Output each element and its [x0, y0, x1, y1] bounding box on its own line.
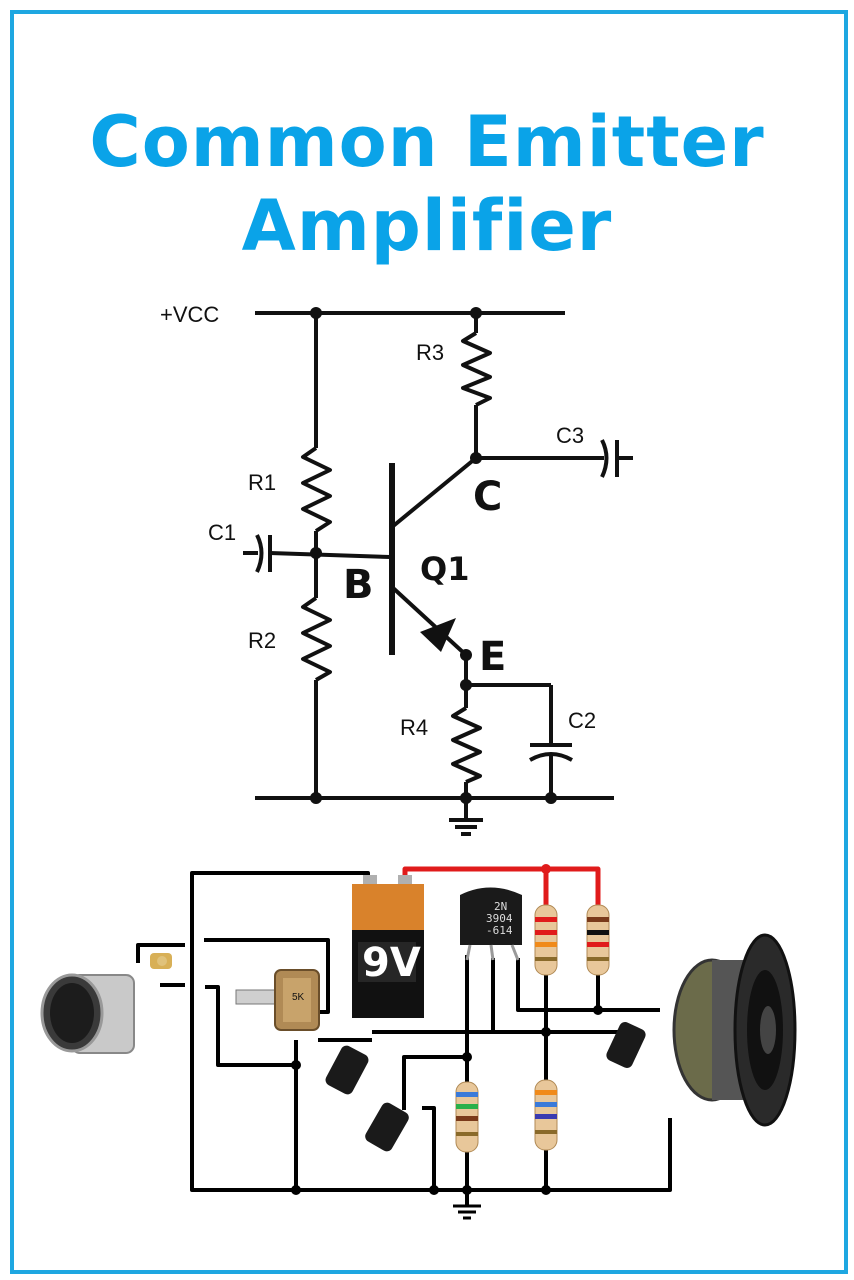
page-frame — [10, 10, 848, 1274]
base-label: B — [343, 562, 374, 608]
transistor-marking-2: 3904 — [486, 912, 513, 925]
potentiometer-component: 5K — [235, 969, 320, 1031]
r3-label: R3 — [416, 340, 444, 365]
transistor-marking-3: -614 — [486, 924, 513, 937]
r2-resistor — [301, 596, 332, 682]
microphone-component — [40, 953, 172, 1054]
r4-label: R4 — [400, 715, 428, 740]
r1-resistor — [301, 446, 332, 533]
junction-dots — [310, 307, 557, 804]
emitter-arrow — [420, 618, 456, 652]
r3-resistor — [461, 331, 492, 407]
breadboard-wiring — [136, 866, 672, 1220]
r1-label: R1 — [248, 470, 276, 495]
emitter-label: E — [479, 634, 506, 680]
breadboard-junction-dots — [291, 864, 603, 1195]
collector-label: C — [473, 474, 502, 520]
title-line-1: Common Emitter — [89, 101, 765, 183]
c3-capacitor — [600, 439, 609, 478]
c3-label: C3 — [556, 423, 584, 448]
battery-label: 9V — [362, 940, 421, 986]
r4-resistor — [451, 706, 482, 784]
transistor-component: 2N 3904 -614 — [460, 887, 522, 961]
c2-label: C2 — [568, 708, 596, 733]
q1-label: Q1 — [420, 550, 469, 588]
schematic — [243, 311, 633, 836]
pot-marking: 5K — [292, 992, 305, 1003]
title-line-2: Amplifier — [241, 185, 613, 267]
battery-component: 9V — [352, 875, 424, 1018]
c1-label: C1 — [208, 520, 236, 545]
vcc-label: +VCC — [160, 302, 219, 327]
capacitor-parts — [325, 1022, 646, 1152]
c1-capacitor — [255, 534, 264, 573]
speaker-component — [672, 933, 797, 1127]
r2-label: R2 — [248, 628, 276, 653]
resistor-parts — [455, 904, 610, 1153]
transistor-marking-1: 2N — [494, 900, 507, 913]
